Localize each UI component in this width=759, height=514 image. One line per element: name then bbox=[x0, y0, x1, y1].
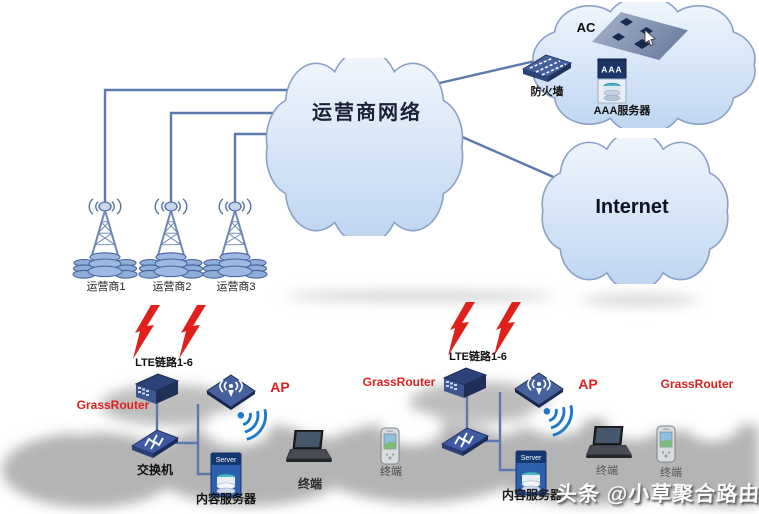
aaa-icon-text: AAA bbox=[601, 65, 622, 75]
mini-ap-icon bbox=[620, 18, 633, 26]
cell-tower-icon bbox=[138, 198, 204, 279]
terminal-label-middle-phone: 终端 bbox=[380, 466, 402, 478]
content-server-icon-left: Server bbox=[210, 452, 242, 498]
lte-lightning-icon bbox=[494, 302, 521, 356]
grassrouter-icon-left bbox=[134, 373, 180, 404]
content-server-icon-right: Server bbox=[515, 450, 547, 496]
grassrouter-label-left: GrassRouter bbox=[76, 398, 150, 412]
lte-link-label-left: LTE链路1-6 bbox=[135, 357, 193, 369]
ap-icon-right bbox=[514, 372, 564, 408]
wifi-signal-icon bbox=[237, 408, 267, 441]
grassrouter-label-middle: GrassRouter bbox=[362, 375, 436, 389]
server-icon-text: Server bbox=[216, 457, 237, 464]
ap-label-left: AP bbox=[270, 379, 290, 395]
cell-tower-icon bbox=[202, 198, 268, 279]
mini-ap-icon bbox=[612, 33, 625, 41]
cell-tower-icon bbox=[72, 198, 138, 279]
terminal-label-right-phone: 终端 bbox=[660, 467, 682, 479]
grassrouter-label-right: GrassRouter bbox=[660, 377, 734, 391]
switch-icon-left bbox=[130, 429, 180, 458]
laptop-terminal-icon-right bbox=[586, 426, 632, 458]
terminal-label-left-laptop: 终端 bbox=[297, 477, 322, 491]
content-server-label-right: 内容服务器 bbox=[501, 488, 562, 502]
carrier-cloud-label: 运营商网络 bbox=[312, 102, 422, 124]
lte-lightning-icon bbox=[133, 305, 160, 359]
firewall-label: 防火墙 bbox=[530, 86, 564, 98]
internet-cloud-label: Internet bbox=[595, 196, 669, 218]
switch-label-left: 交换机 bbox=[136, 463, 173, 477]
mini-ap-icon bbox=[634, 39, 650, 49]
terminal-label-right-laptop: 终端 bbox=[596, 465, 618, 477]
link-ap1-server1 bbox=[196, 404, 213, 476]
aaa-server-icon: AAA bbox=[597, 58, 627, 104]
firewall-icon bbox=[521, 54, 573, 82]
phone-terminal-icon-middle bbox=[380, 427, 400, 465]
link-ap2-server2 bbox=[498, 392, 517, 472]
laptop-terminal-icon-left bbox=[286, 430, 332, 462]
ap-icon-left bbox=[206, 374, 256, 410]
link-tower1-cloud bbox=[103, 88, 332, 212]
watermark-text: 头条 @小草聚合路由 bbox=[555, 483, 759, 506]
lte-lightning-icon bbox=[179, 305, 206, 359]
tower1-label: 运营商1 bbox=[86, 281, 126, 293]
lte-link-label-right: LTE链路1-6 bbox=[449, 351, 507, 363]
cursor-icon bbox=[644, 30, 656, 47]
wifi-signal-icon bbox=[543, 404, 573, 437]
ap-label-right: AP bbox=[578, 376, 598, 392]
switch-icon-right bbox=[440, 427, 490, 456]
aaa-server-label: AAA服务器 bbox=[593, 105, 651, 117]
content-server-label-left: 内容服务器 bbox=[195, 492, 256, 506]
server-icon-text: Server bbox=[521, 455, 542, 462]
internet-cloud-shape bbox=[538, 138, 732, 284]
phone-terminal-icon-right bbox=[656, 425, 676, 463]
grassrouter-icon-right bbox=[442, 367, 488, 398]
ac-label: AC bbox=[576, 20, 596, 35]
carrier-cloud-shape bbox=[262, 58, 467, 236]
tower2-label: 运营商2 bbox=[152, 281, 192, 293]
lte-lightning-icon bbox=[448, 302, 475, 356]
tower3-label: 运营商3 bbox=[216, 281, 256, 293]
